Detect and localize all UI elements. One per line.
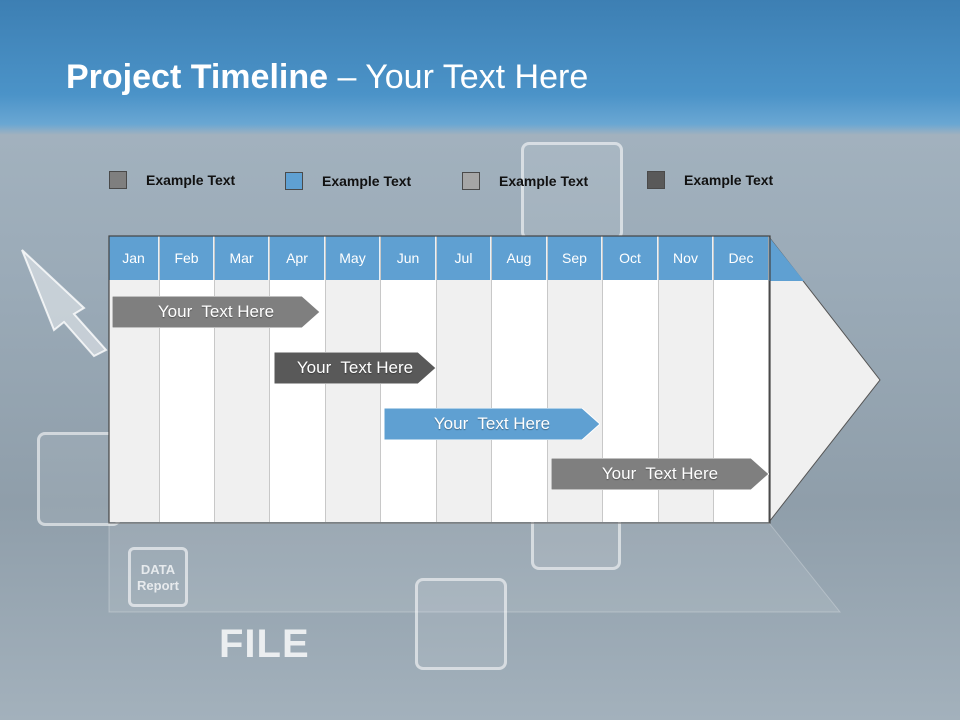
task-bar[interactable]: Your Text Here	[384, 408, 600, 440]
month-column: Jul	[437, 236, 492, 522]
task-bar-arrow	[274, 352, 436, 384]
task-bar[interactable]: Your Text Here	[112, 296, 320, 328]
network-card-icon	[415, 578, 507, 670]
month-header: Nov	[659, 236, 713, 280]
chart-card-icon	[521, 142, 623, 240]
task-bar[interactable]: Your Text Here	[551, 458, 769, 490]
legend-label: Example Text	[146, 172, 236, 188]
task-bar-label: Your Text Here	[157, 302, 275, 321]
task-bar[interactable]: Your Text Here	[274, 352, 436, 384]
legend-label: Example Text	[499, 173, 589, 189]
legend-label: Example Text	[684, 172, 774, 188]
month-header: Jun	[381, 236, 436, 280]
task-bar-arrow	[551, 458, 769, 490]
month-header: Sep	[548, 236, 602, 280]
legend-swatch	[462, 172, 480, 190]
legend-swatch	[647, 171, 665, 189]
legend-label: Example Text	[322, 173, 412, 189]
task-bar-label: Your Text Here	[601, 464, 719, 483]
month-column: Feb	[160, 236, 215, 522]
month-column: Aug	[492, 236, 548, 522]
file-icon-text: FILE	[219, 622, 310, 666]
title-bold: Project Timeline	[66, 58, 329, 96]
header-band	[0, 0, 960, 135]
month-header: Oct	[603, 236, 658, 280]
task-bar-arrow	[384, 408, 600, 440]
task-bar-label: Your Text Here	[296, 358, 414, 377]
month-header: Apr	[270, 236, 325, 280]
month-header: Feb	[160, 236, 214, 280]
month-header: Jul	[437, 236, 491, 280]
month-header: Jan	[109, 236, 159, 280]
month-header: Aug	[492, 236, 547, 280]
month-header: May	[326, 236, 380, 280]
pointer-hand-icon	[21, 249, 108, 358]
legend-swatch	[109, 171, 127, 189]
month-header: Dec	[714, 236, 769, 280]
month-header: Mar	[215, 236, 269, 280]
slide-title: Project Timeline – Your Text Here	[66, 58, 588, 97]
task-bar-label: Your Text Here	[433, 414, 551, 433]
title-rest: – Your Text Here	[328, 58, 589, 96]
data-report-icon: DATA Report	[128, 547, 188, 607]
legend-swatch	[285, 172, 303, 190]
month-column: Mar	[215, 236, 270, 522]
task-bar-arrow	[112, 296, 320, 328]
month-column: Jan	[109, 236, 160, 522]
